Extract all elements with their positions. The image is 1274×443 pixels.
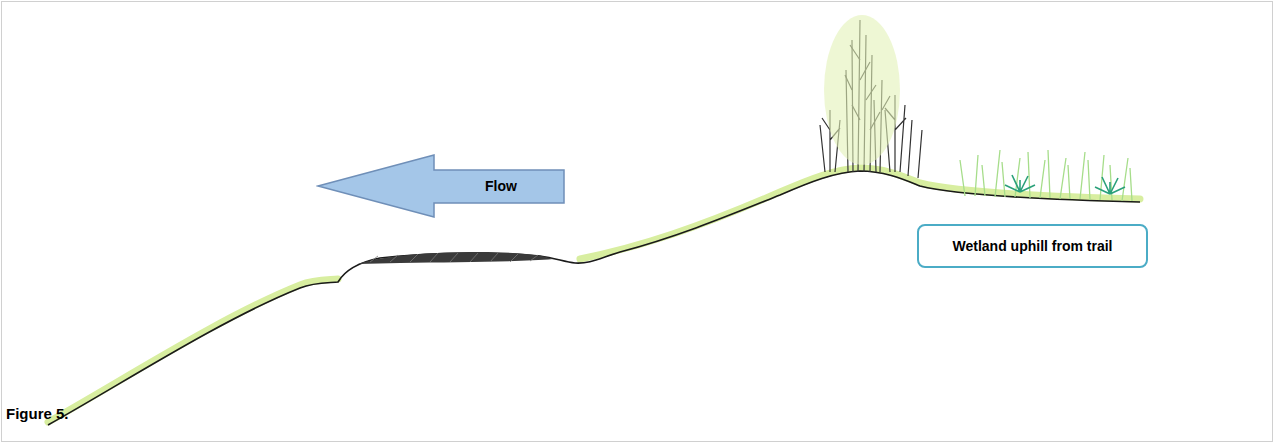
flow-arrow-shape [316, 153, 566, 219]
box-label: Wetland uphill from trail [953, 238, 1113, 254]
wetland-plant-symbols [1005, 175, 1125, 194]
figure-caption: Figure 5. [6, 405, 69, 422]
ground-profile [48, 171, 1140, 425]
trail-tread [358, 252, 553, 264]
flow-arrow: Flow [316, 153, 566, 219]
trail-hatching [370, 253, 538, 262]
tree-canopy [824, 15, 900, 165]
wetland-grass [960, 150, 1132, 201]
label-box: Wetland uphill from trail [917, 224, 1148, 268]
flow-arrow-outline [318, 155, 564, 217]
flow-label: Flow [485, 178, 517, 194]
grass-strip [48, 168, 1140, 422]
